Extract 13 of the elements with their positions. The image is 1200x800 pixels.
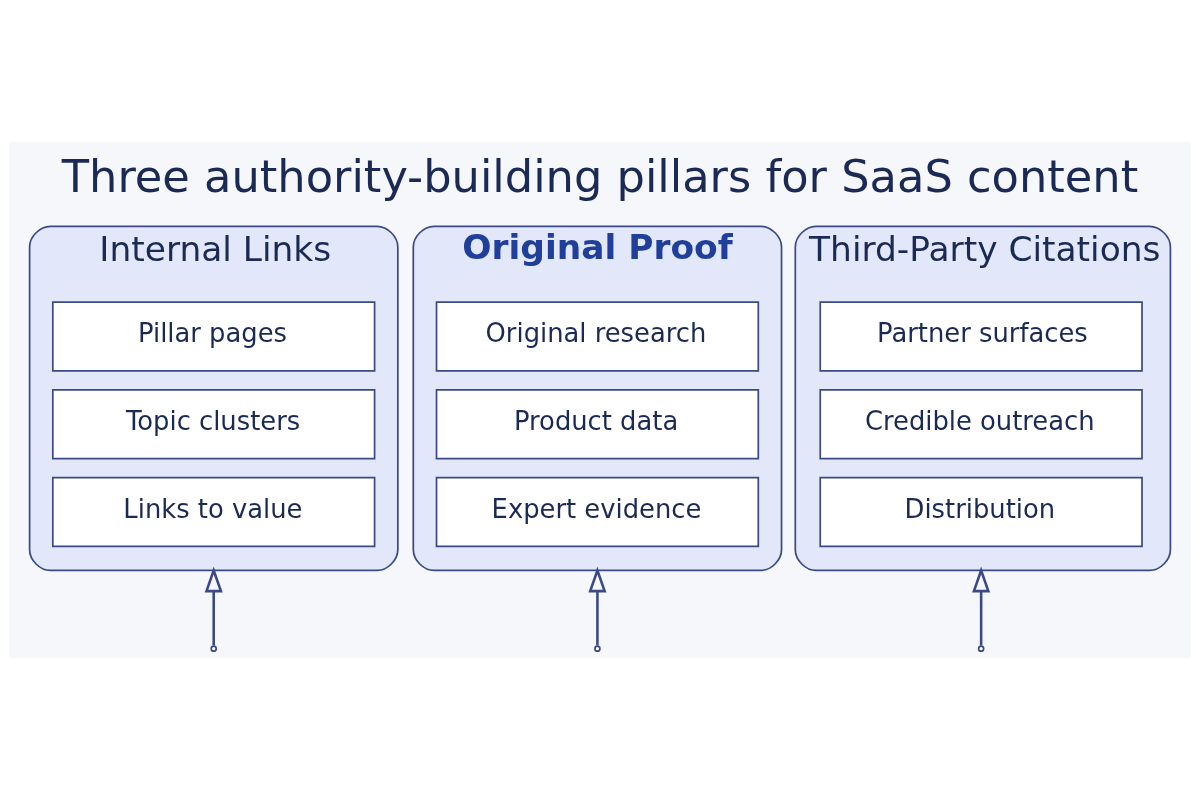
- node-box: Links to value: [51, 476, 376, 548]
- arrow: [588, 566, 607, 646]
- arrow: [204, 566, 223, 646]
- node-box: Original research: [435, 301, 760, 372]
- node-box: Expert evidence: [435, 476, 760, 548]
- node-box: Topic clusters: [51, 388, 376, 460]
- node-box: Credible outreach: [819, 388, 1143, 460]
- arrow: [972, 566, 991, 646]
- node-box: Product data: [435, 388, 760, 460]
- node-box: Partner surfaces: [819, 301, 1143, 372]
- diagram-title: Three authority-building pillars for SaaS content: [61, 149, 1139, 203]
- node-box: Pillar pages: [51, 301, 376, 372]
- node-box: Distribution: [819, 476, 1143, 548]
